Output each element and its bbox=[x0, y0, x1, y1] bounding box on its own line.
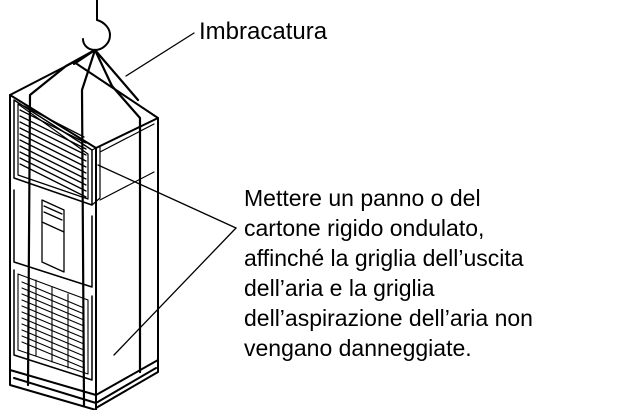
protection-note-line: vengano danneggiate. bbox=[244, 335, 472, 361]
leader-lines bbox=[97, 32, 237, 356]
air-intake-grille bbox=[17, 273, 89, 375]
crane-hook-icon bbox=[82, 0, 111, 51]
unit-side-face bbox=[95, 117, 159, 409]
protection-note-line: dell’aspirazione dell’aria non bbox=[244, 305, 533, 331]
unit-top-face bbox=[9, 61, 159, 149]
air-outlet-grille bbox=[19, 105, 87, 198]
unit-front-face bbox=[9, 94, 97, 410]
protection-note-line: affinché la griglia dell’uscita bbox=[244, 245, 524, 271]
protection-note-line: dell’aria e la griglia bbox=[244, 275, 435, 301]
sling-ropes bbox=[26, 48, 142, 407]
floor-standing-unit bbox=[9, 61, 159, 410]
protection-note-line: cartone rigido ondulato, bbox=[244, 215, 485, 241]
protection-note-line: Mettere un panno o del bbox=[244, 185, 481, 211]
sling-label: Imbracatura bbox=[199, 18, 328, 45]
protection-note: Mettere un panno o del cartone rigido on… bbox=[244, 183, 533, 363]
control-panel-icon bbox=[41, 199, 65, 273]
